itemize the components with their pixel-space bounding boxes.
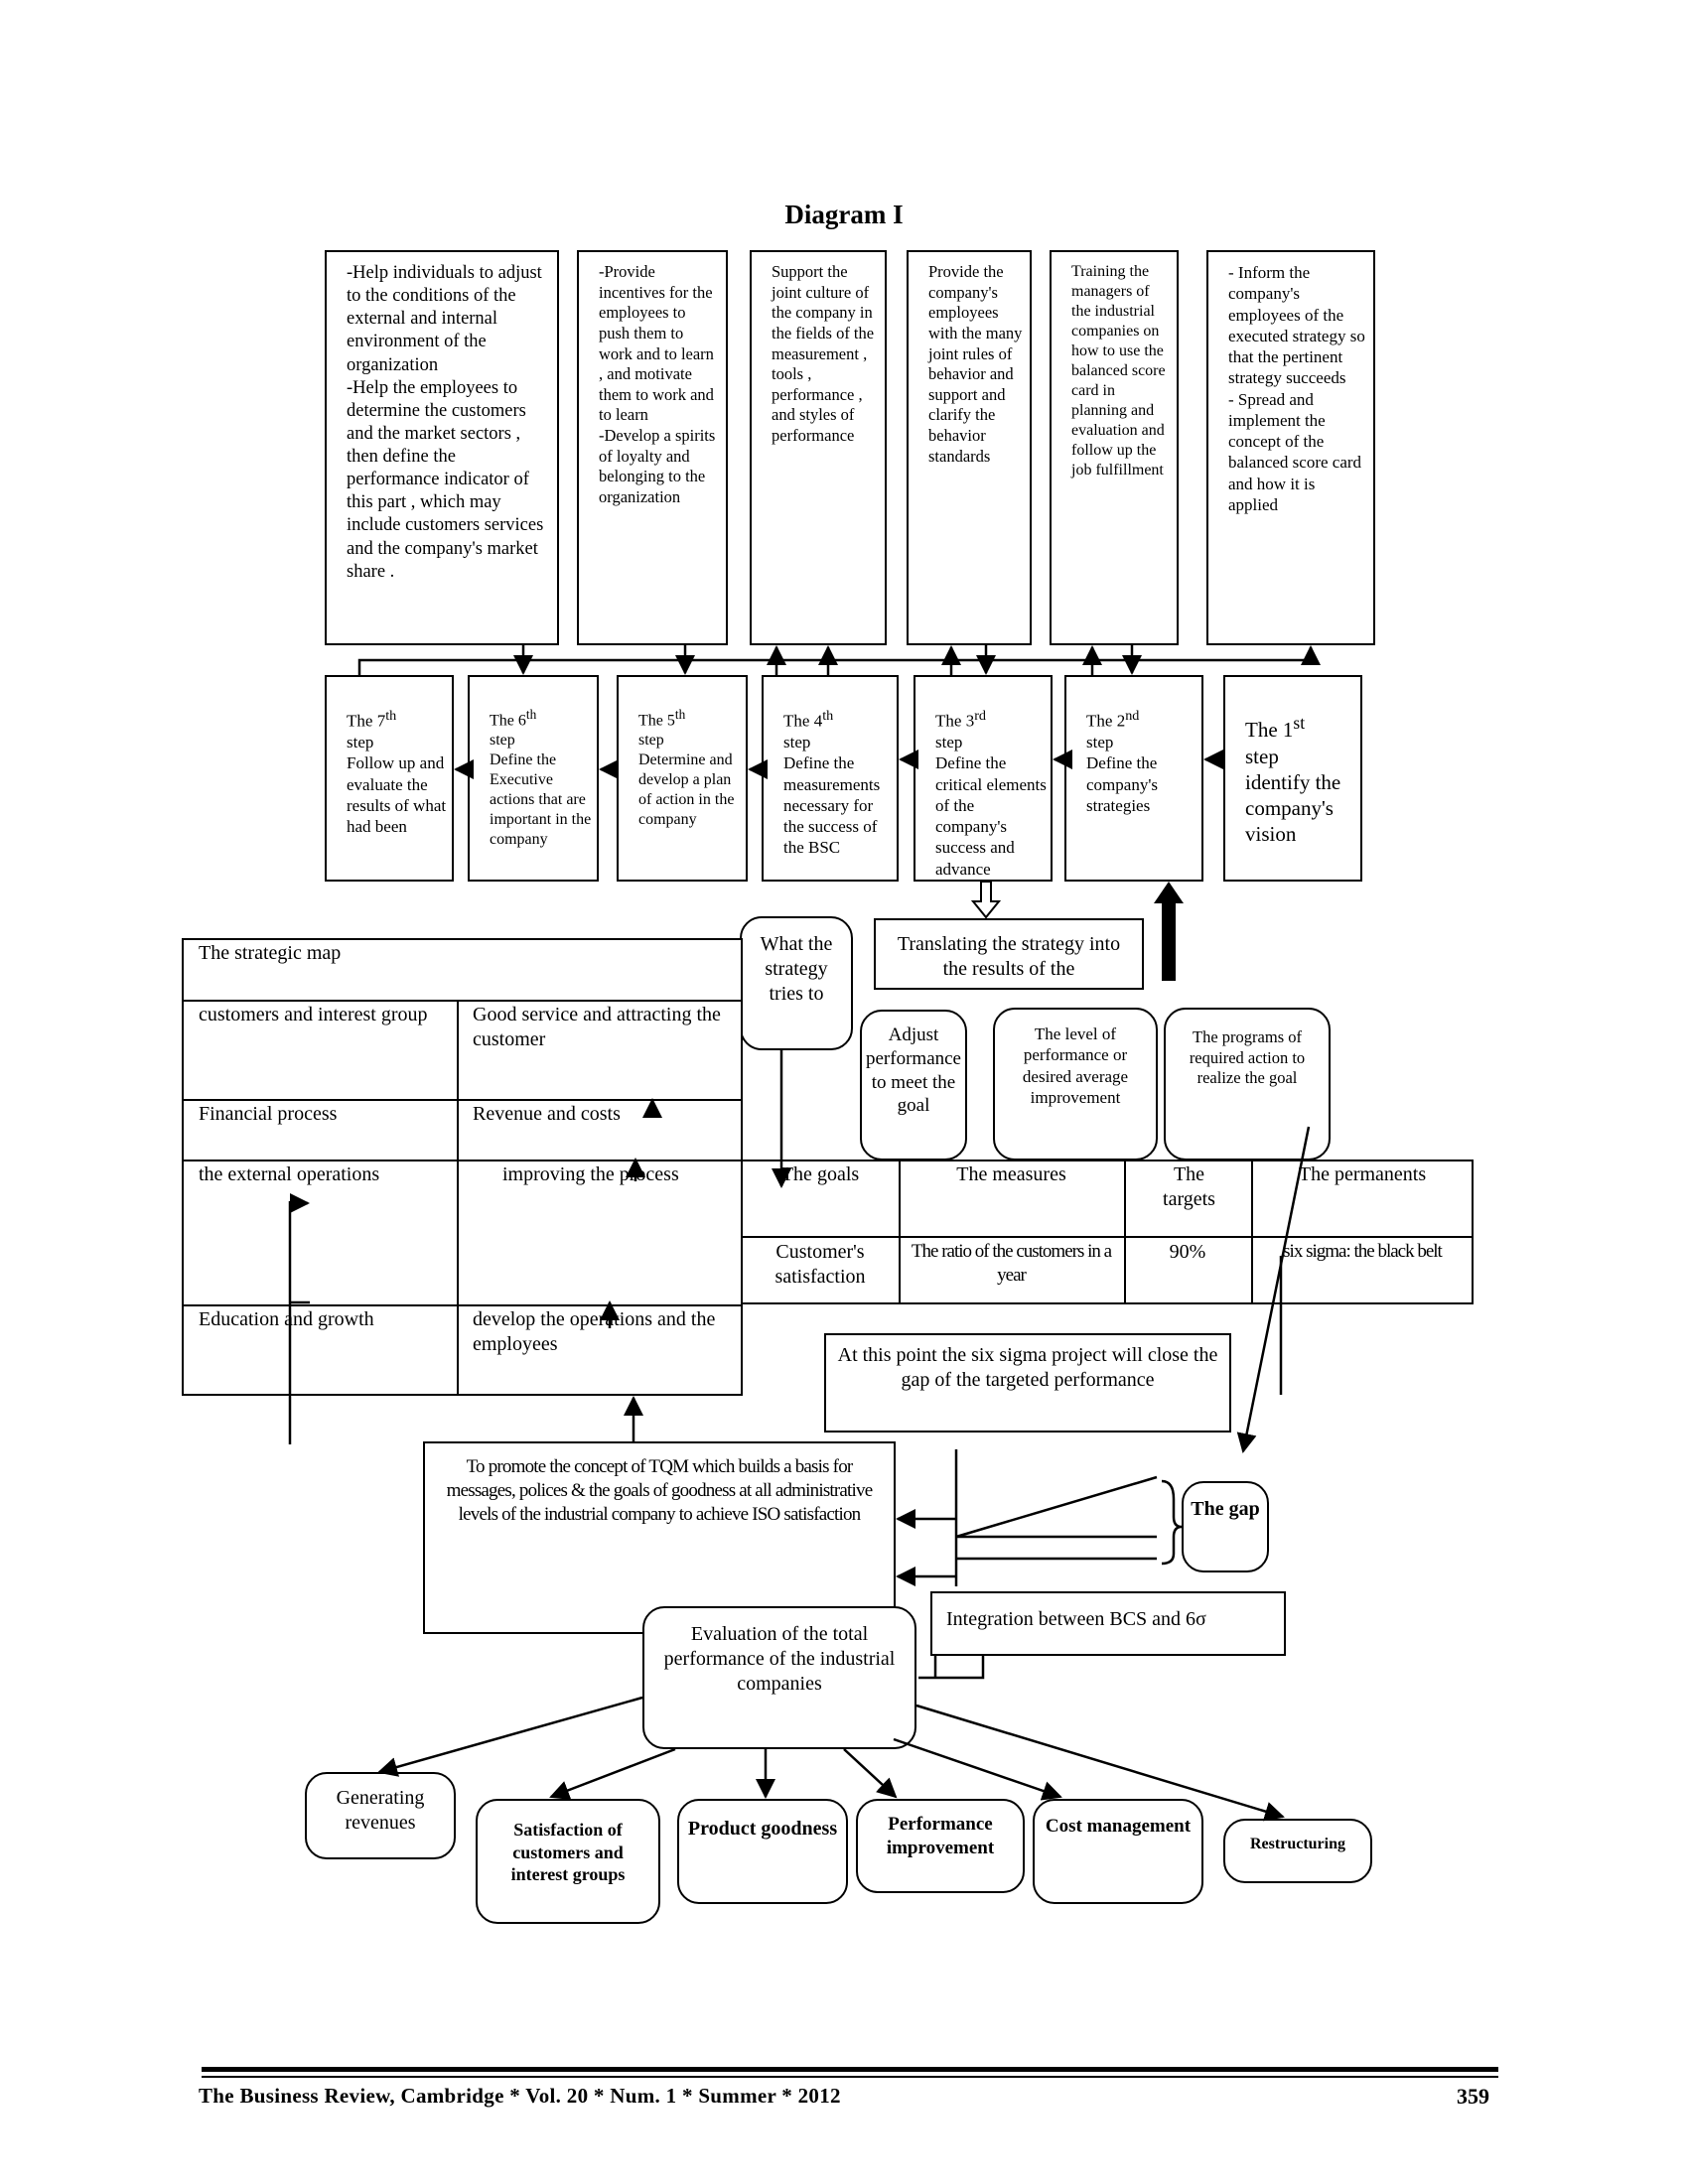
sm-row-customers-goal: Good service and attracting the customer [473,1004,721,1050]
step-6-ordinal: 6 [517,712,526,730]
step-2-box: The 2nd step Define the company's strate… [1064,675,1203,882]
step-5-text: step Determine and develop a plan of act… [638,732,735,829]
sm-column-divider [457,1000,459,1396]
goals-header-targets: The targets [1163,1163,1215,1210]
sm-divider-1 [182,1000,743,1002]
strategic-map-frame [182,938,743,1396]
goals-cell-permanent: six sigma: the black belt [1283,1241,1443,1262]
sm-row-customers: customers and interest group [199,1004,428,1025]
goals-col-divider-1 [899,1160,901,1304]
programs-box: The programs of required action to reali… [1164,1008,1331,1160]
sm-divider-4 [182,1304,743,1306]
top-box-individuals: -Help individuals to adjust to the condi… [325,250,559,645]
step-1-text: step identify the company's vision [1245,744,1341,847]
step-3-ordinal: 3 [965,711,975,731]
step-4-text: step Define the measurements necessary f… [783,733,881,858]
diagram-title: Diagram I [784,200,904,229]
strategic-map-header: The strategic map [199,942,342,964]
step-7-box: The 7th step Follow up and evaluate the … [325,675,454,882]
top-box-inform: - Inform the company's employees of the … [1206,250,1375,645]
six-sigma-box: At this point the six sigma project will… [824,1333,1231,1433]
step-2-text: step Define the company's strategies [1086,733,1158,815]
step-4-ordinal: 4 [813,711,823,731]
sm-divider-3 [182,1160,743,1161]
tqm-box: To promote the concept of TQM which buil… [423,1441,896,1634]
evaluation-box: Evaluation of the total performance of t… [642,1606,916,1749]
outcome-revenues: Generating revenues [305,1772,456,1859]
outcome-restructuring: Restructuring [1223,1819,1372,1883]
adjust-box: Adjust performance to meet the goal [860,1010,967,1160]
top-box-joint-rules: Provide the company's employees with the… [907,250,1032,645]
step-5-box: The 5th step Determine and develop a pla… [617,675,748,882]
sm-row-financial-goal: Revenue and costs [473,1103,621,1125]
step-6-box: The 6th step Define the Executive action… [468,675,599,882]
goals-header-permanents: The permanents [1298,1163,1427,1185]
goals-header-goals: The goals [780,1163,860,1185]
step-1-box: The 1st step identify the company's visi… [1223,675,1362,882]
sm-row-external-goal: improving the process [502,1163,679,1185]
sm-row-external: the external operations [199,1163,380,1185]
outcome-product-goodness: Product goodness [677,1799,848,1904]
top-box-joint-culture: Support the joint culture of the company… [750,250,887,645]
goals-header-measures: The measures [956,1163,1066,1185]
sm-divider-2 [182,1099,743,1101]
step-3-box: The 3rd step Define the critical element… [914,675,1053,882]
step-1-ordinal: 1 [1282,718,1294,743]
step-2-ordinal: 2 [1116,711,1126,731]
step-7-ordinal: 7 [376,711,386,731]
step-4-box: The 4th step Define the measurements nec… [762,675,899,882]
translating-box: Translating the strategy into the result… [874,918,1144,990]
goals-cell-ratio: The ratio of the customers in a year [911,1241,1112,1286]
level-box: The level of performance or desired aver… [993,1008,1158,1160]
step-7-text: step Follow up and evaluate the results … [347,733,447,837]
integration-box: Integration between BCS and 6σ [930,1591,1286,1656]
goals-cell-satisfaction: Customer's satisfaction [774,1241,866,1288]
top-box-incentives: -Provide incentives for the employees to… [577,250,728,645]
gap-box: The gap [1182,1481,1269,1572]
step-3-text: step Define the critical elements of the… [935,733,1047,879]
what-strategy-box: What the strategy tries to [740,916,853,1050]
step-5-ordinal: 5 [666,712,675,730]
footer-page-number: 359 [1457,2084,1489,2109]
outcome-cost: Cost management [1033,1799,1203,1904]
goals-row-divider [741,1236,1474,1238]
top-box-training: Training the managers of the industrial … [1050,250,1179,645]
goals-cell-target: 90% [1169,1241,1206,1263]
outcome-satisfaction: Satisfaction of customers and interest g… [476,1799,660,1924]
sm-row-education-goal: develop the operations and the employees [473,1308,716,1355]
sm-row-education: Education and growth [199,1308,374,1330]
goals-table-frame [741,1160,1474,1304]
footer-journal: The Business Review, Cambridge * Vol. 20… [199,2084,841,2108]
sm-row-financial: Financial process [199,1103,338,1125]
step-6-text: step Define the Executive actions that a… [490,732,592,849]
outcome-performance: Performance improvement [856,1799,1025,1893]
goals-col-divider-2 [1124,1160,1126,1304]
